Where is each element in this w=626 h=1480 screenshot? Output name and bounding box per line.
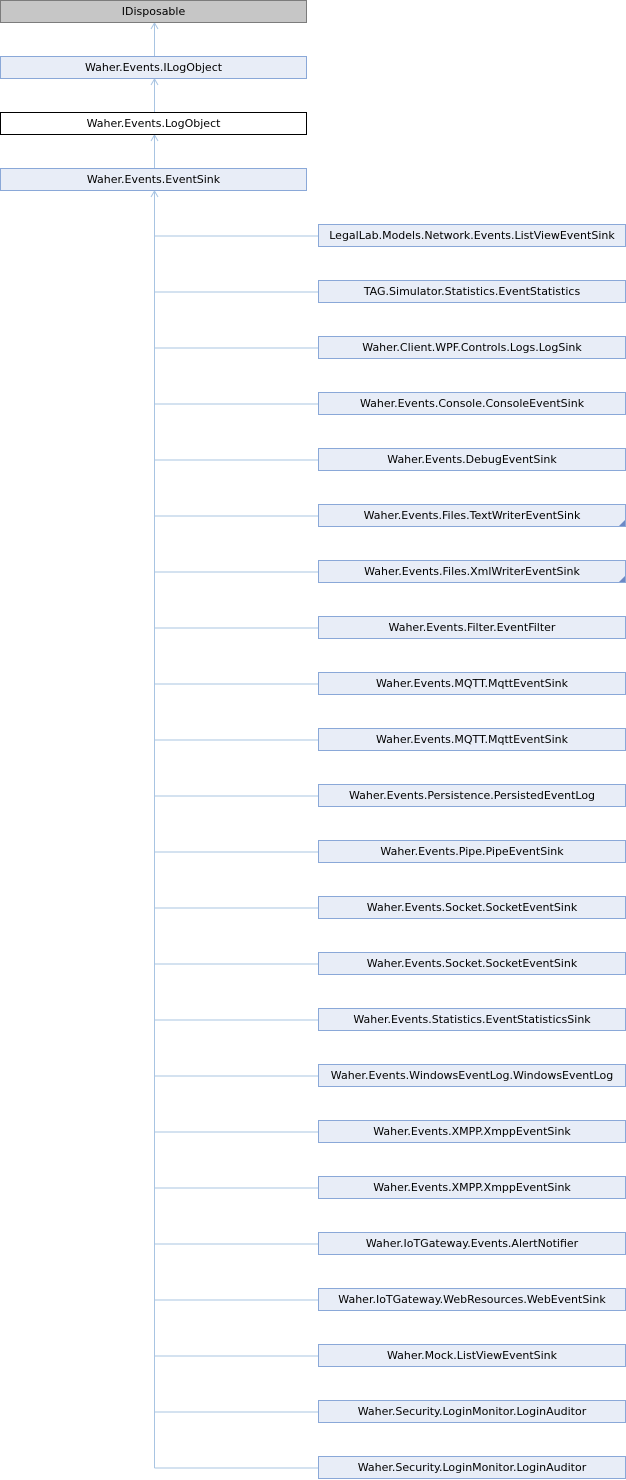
node-derived-6[interactable]: Waher.Events.Files.XmlWriterEventSink xyxy=(318,560,626,583)
edge-chain-arrow-1 xyxy=(150,78,159,86)
node-derived-8[interactable]: Waher.Events.MQTT.MqttEventSink xyxy=(318,672,626,695)
node-derived-15[interactable]: Waher.Events.WindowsEventLog.WindowsEven… xyxy=(318,1064,626,1087)
node-derived-17[interactable]: Waher.Events.XMPP.XmppEventSink xyxy=(318,1176,626,1199)
node-derived-14[interactable]: Waher.Events.Statistics.EventStatisticsS… xyxy=(318,1008,626,1031)
node-derived-5[interactable]: Waher.Events.Files.TextWriterEventSink xyxy=(318,504,626,527)
node-idisposable[interactable]: IDisposable xyxy=(0,0,307,23)
node-ilogobject[interactable]: Waher.Events.ILogObject xyxy=(0,56,307,79)
node-derived-4[interactable]: Waher.Events.DebugEventSink xyxy=(318,448,626,471)
node-derived-1[interactable]: TAG.Simulator.Statistics.EventStatistics xyxy=(318,280,626,303)
node-derived-16[interactable]: Waher.Events.XMPP.XmppEventSink xyxy=(318,1120,626,1143)
node-eventsink[interactable]: Waher.Events.EventSink xyxy=(0,168,307,191)
node-derived-20[interactable]: Waher.Mock.ListViewEventSink xyxy=(318,1344,626,1367)
edge-trunk-arrow xyxy=(150,190,159,198)
edge-chain-arrow-0 xyxy=(150,22,159,30)
node-derived-12[interactable]: Waher.Events.Socket.SocketEventSink xyxy=(318,896,626,919)
node-derived-21[interactable]: Waher.Security.LoginMonitor.LoginAuditor xyxy=(318,1400,626,1423)
node-derived-22[interactable]: Waher.Security.LoginMonitor.LoginAuditor xyxy=(318,1456,626,1479)
node-derived-9[interactable]: Waher.Events.MQTT.MqttEventSink xyxy=(318,728,626,751)
node-derived-3[interactable]: Waher.Events.Console.ConsoleEventSink xyxy=(318,392,626,415)
node-derived-19[interactable]: Waher.IoTGateway.WebResources.WebEventSi… xyxy=(318,1288,626,1311)
node-derived-18[interactable]: Waher.IoTGateway.Events.AlertNotifier xyxy=(318,1232,626,1255)
node-derived-0[interactable]: LegalLab.Models.Network.Events.ListViewE… xyxy=(318,224,626,247)
node-derived-11[interactable]: Waher.Events.Pipe.PipeEventSink xyxy=(318,840,626,863)
edge-chain-arrow-2 xyxy=(150,134,159,142)
node-derived-10[interactable]: Waher.Events.Persistence.PersistedEventL… xyxy=(318,784,626,807)
node-logobject: Waher.Events.LogObject xyxy=(0,112,307,135)
node-derived-7[interactable]: Waher.Events.Filter.EventFilter xyxy=(318,616,626,639)
node-derived-2[interactable]: Waher.Client.WPF.Controls.Logs.LogSink xyxy=(318,336,626,359)
node-derived-13[interactable]: Waher.Events.Socket.SocketEventSink xyxy=(318,952,626,975)
